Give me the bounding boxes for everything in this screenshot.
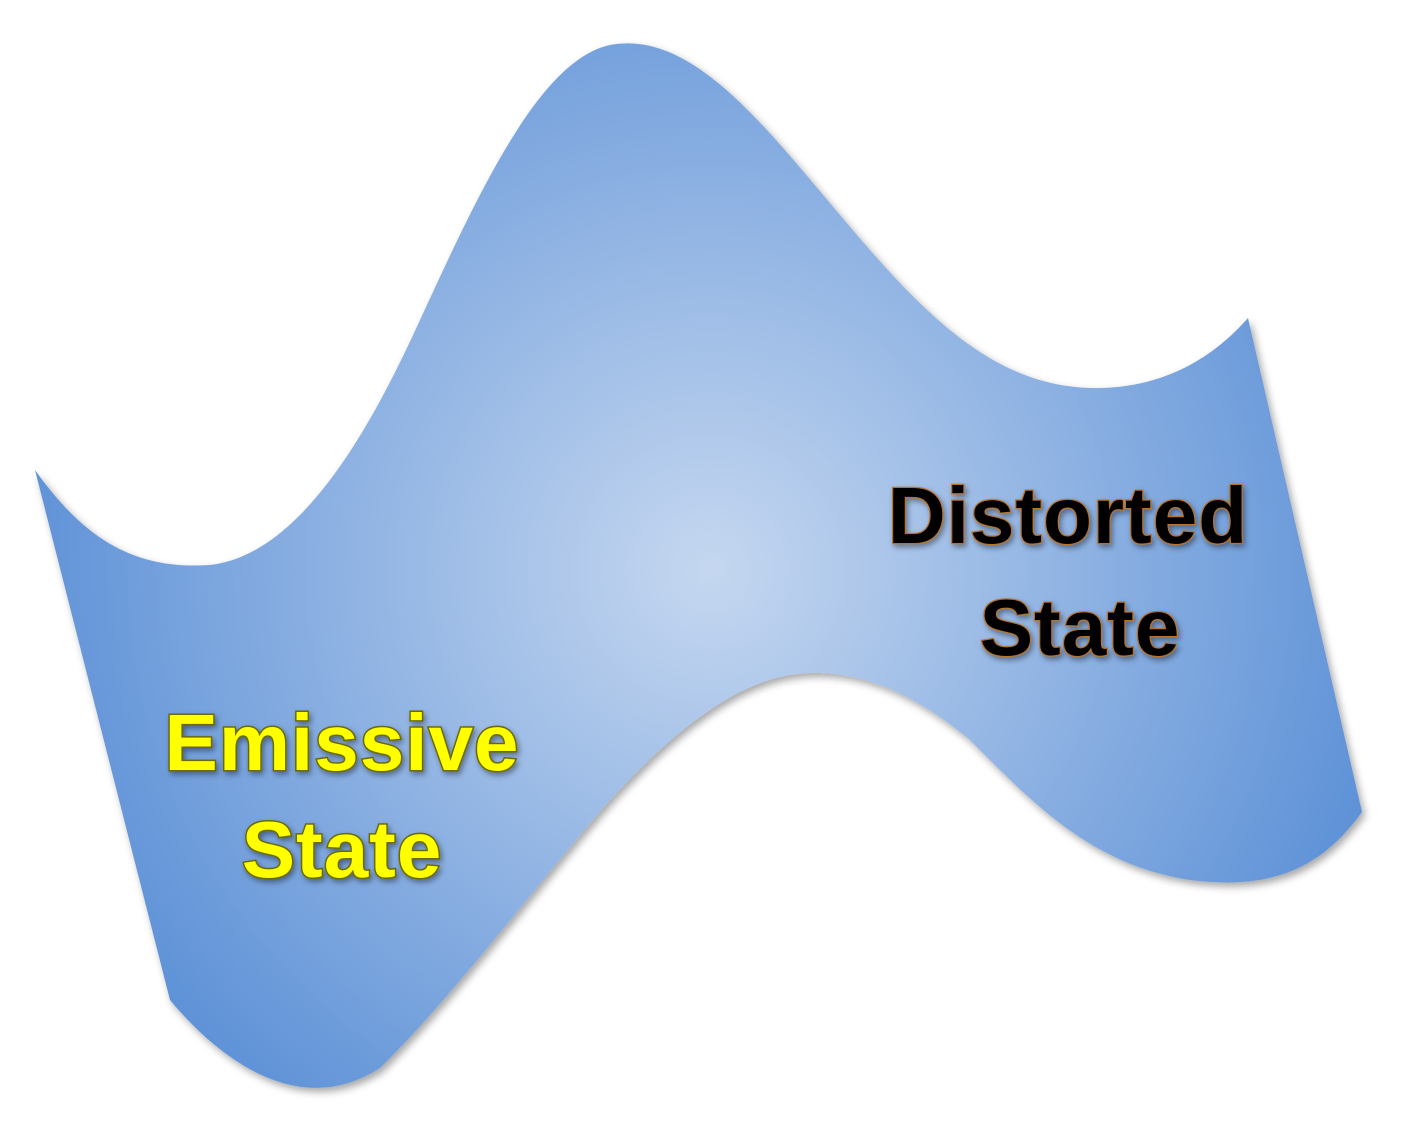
- emissive-state-line1: Emissive: [165, 698, 520, 787]
- distorted-state-line1: Distorted: [888, 471, 1248, 560]
- wavy-ribbon-shape: [35, 43, 1362, 1088]
- distorted-state-label: Distorted State: [887, 470, 1249, 674]
- emissive-state-label: Emissive State: [163, 697, 520, 896]
- emissive-state-line2: State: [242, 805, 443, 894]
- distorted-state-line2: State: [980, 583, 1181, 672]
